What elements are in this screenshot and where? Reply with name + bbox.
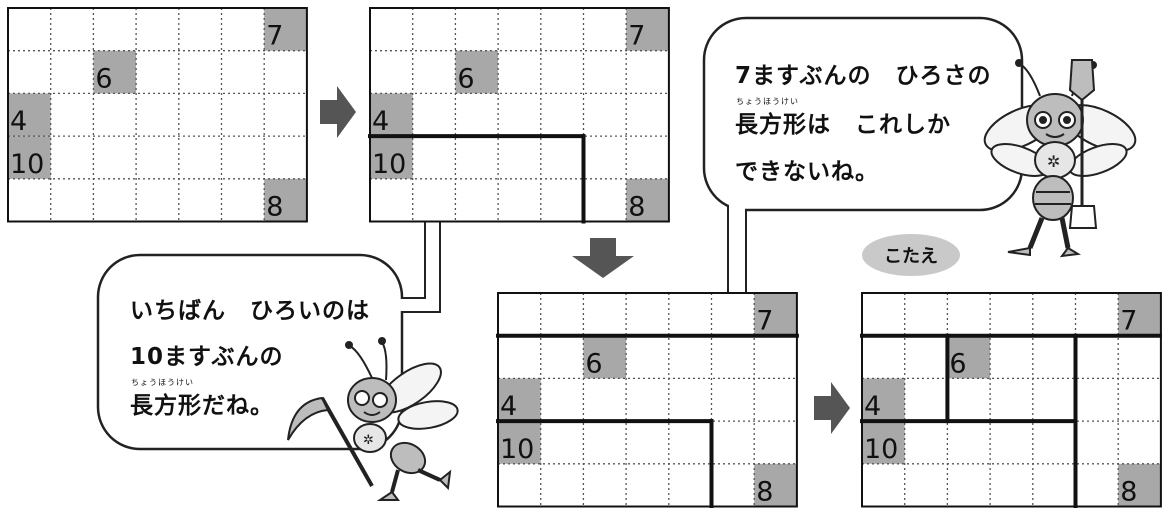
given-cell (754, 463, 797, 507)
cell-number: 10 (10, 149, 44, 180)
bubble-left-line-1: いちばん ひろいのは (130, 298, 370, 324)
cell-number: 8 (1120, 477, 1137, 508)
given-cell (455, 50, 499, 94)
given-cell (862, 378, 905, 422)
grid-step-2: 7 6 4 10 8 (368, 7, 670, 224)
bubble-right-line-2: 長方形は これしか (735, 112, 951, 138)
cell-number: 8 (266, 192, 283, 223)
given-cell (754, 293, 797, 336)
given-cell (1118, 293, 1161, 336)
given-cell (626, 8, 669, 51)
given-cell (93, 50, 137, 94)
given-cell (498, 378, 541, 422)
cell-number: 7 (1120, 306, 1137, 337)
cell-number: 10 (500, 434, 534, 465)
bubble-left-ruby: ちょうほうけい (131, 378, 194, 387)
bubble-left-line-3: 長方形だね。 (130, 393, 274, 419)
cell-number: 8 (756, 477, 773, 508)
cell-number: 4 (372, 106, 389, 137)
bubble-right-line-3: できないね。 (735, 159, 879, 185)
given-cell (8, 136, 51, 179)
grid-answer: 7 6 4 10 8 (860, 292, 1162, 508)
grid-step-1: 7 6 4 10 8 (7, 7, 308, 223)
given-cell (498, 421, 541, 464)
answer-label: こたえ (862, 234, 960, 276)
given-cell (1118, 463, 1161, 507)
svg-text:✲: ✲ (1047, 152, 1060, 171)
arrow-down-icon (572, 238, 634, 278)
given-cell (583, 335, 627, 379)
given-cell (8, 93, 51, 137)
cell-number: 4 (500, 391, 517, 422)
cell-number: 7 (266, 21, 283, 52)
cell-number: 7 (756, 306, 773, 337)
cell-number: 4 (10, 106, 27, 137)
given-cell (862, 421, 905, 464)
speech-bubble-left (96, 253, 404, 451)
svg-text:✲: ✲ (363, 433, 374, 448)
given-cell (370, 136, 413, 179)
bubble-right-line-1: 7ますぶんの ひろさの (735, 63, 992, 89)
given-cell (947, 335, 991, 379)
cell-number: 6 (457, 63, 474, 94)
given-cell (264, 8, 307, 51)
cell-number: 10 (864, 434, 898, 465)
cell-number: 6 (95, 63, 112, 94)
bubble-right-ruby: ちょうほうけい (736, 97, 799, 106)
cell-number: 10 (372, 149, 406, 180)
cell-number: 6 (949, 348, 966, 379)
given-cell (370, 93, 413, 137)
arrow-right-1-icon (320, 86, 356, 138)
bee-shovel-character: ✲ (983, 59, 1137, 258)
arrow-right-2-icon (814, 382, 850, 434)
given-cell (264, 178, 307, 222)
bubble-left-line-2: 10ますぶんの (130, 344, 284, 370)
cell-number: 8 (628, 192, 645, 223)
given-cell (626, 178, 669, 222)
cell-number: 6 (585, 348, 602, 379)
bee-scythe-character: ✲ (287, 337, 459, 501)
cell-number: 7 (628, 21, 645, 52)
cell-number: 4 (864, 391, 881, 422)
grid-step-3: 7 6 4 10 8 (496, 292, 799, 508)
